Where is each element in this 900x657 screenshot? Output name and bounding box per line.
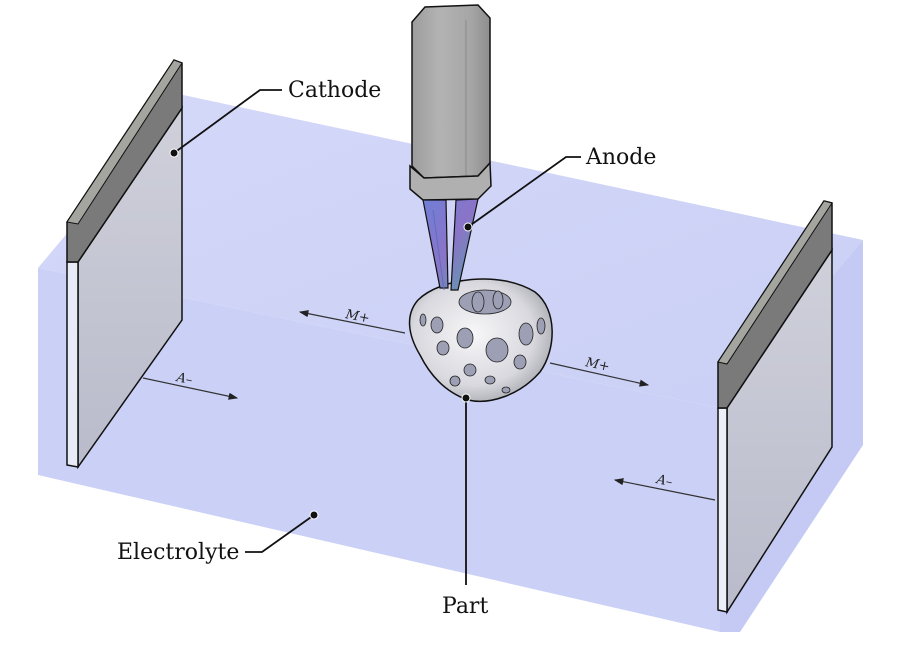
cathode-right [717,200,833,615]
leader-dots [169,148,473,520]
part-body [408,278,553,402]
tool-collar [409,161,492,201]
ion-arrows: M+ M+ A– A– [142,307,716,501]
anode-dot [463,222,473,232]
cation-arrow-right [549,362,650,387]
leaders [173,89,581,585]
part-holes [419,289,546,394]
anion-label-left: A– [174,370,194,388]
cathode-dot [169,148,179,158]
electrolyte-front-face [38,268,720,632]
cathode-leader [173,89,282,154]
electrolyte-leader [245,514,315,553]
anion-label-right: A– [654,472,674,490]
cathode-right-cap-top [717,200,833,365]
anode-tool [409,4,492,291]
electrolyte-top-surface [38,95,863,408]
part-label: Part [442,594,488,619]
anion-arrow-right [613,478,716,501]
cathode-right-edge [717,407,728,613]
anode-leader [467,156,581,228]
part-dot [461,393,471,403]
cathode-left-edge [66,261,79,468]
anion-arrow-left [142,377,239,400]
cation-arrow-left [298,310,406,334]
anode-label: Anode [585,145,656,170]
cathode-left [66,59,183,470]
cathode-label: Cathode [288,78,381,103]
cation-label-right: M+ [583,355,611,375]
tool-body [411,4,491,179]
cation-label-left: M+ [343,307,371,327]
anode-tip [422,198,479,291]
electrolyte-label: Electrolyte [117,540,239,565]
cathode-left-cap-top [66,59,183,225]
electrolyte-dot [309,510,319,520]
part-lattice [408,278,553,402]
